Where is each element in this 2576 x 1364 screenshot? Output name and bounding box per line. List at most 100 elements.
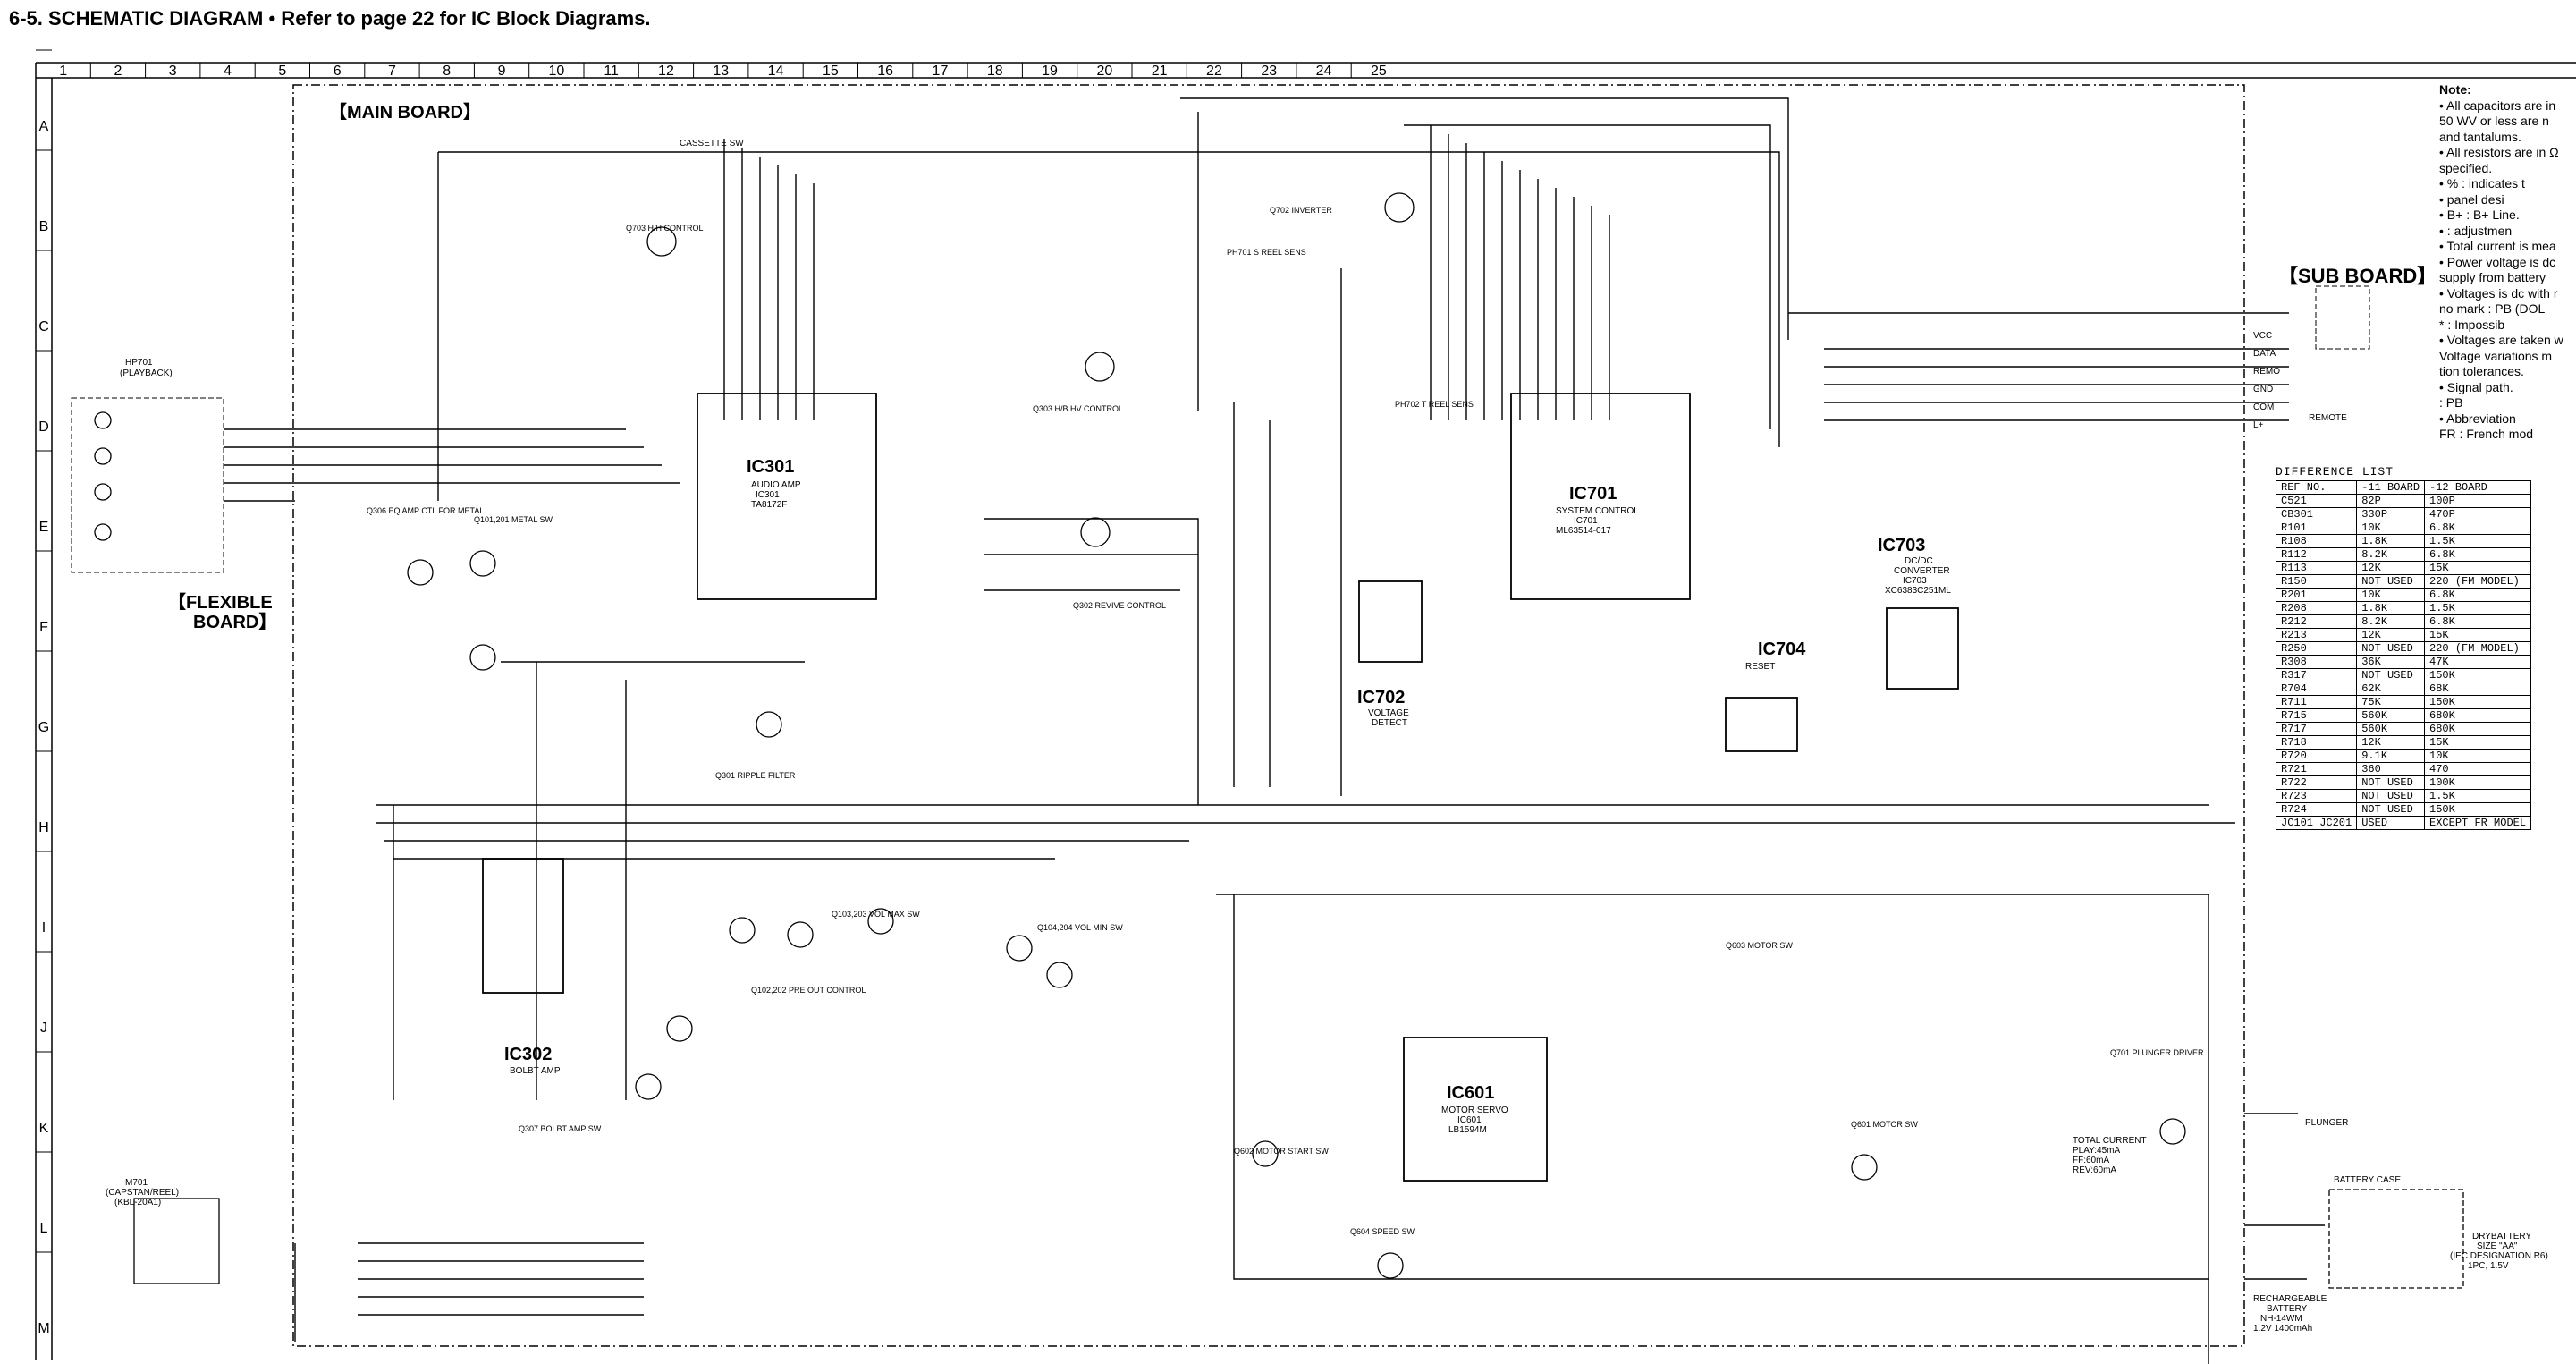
- grid-col-label: 4: [224, 64, 232, 79]
- m701-label-3: (KBL-20A1): [114, 1198, 161, 1207]
- total-current-3: FF:60mA: [2073, 1156, 2109, 1165]
- difference-table-header: REF NO.-11 BOARD-12 BOARD: [2275, 480, 2532, 495]
- difference-cell: R213: [2275, 628, 2358, 642]
- ic704-desc: RESET: [1745, 662, 1775, 672]
- note-line: • Voltages is dc with r: [2439, 285, 2558, 301]
- heads: [94, 411, 2464, 1289]
- page-title: 6-5. SCHEMATIC DIAGRAM • Refer to page 2…: [9, 7, 651, 30]
- ic701-part: IC701: [1574, 516, 1598, 526]
- battery-case-label: BATTERY CASE: [2334, 1175, 2401, 1185]
- difference-cell: EXCEPT FR MODEL: [2424, 816, 2532, 830]
- grid-row-label: J: [40, 1021, 47, 1036]
- ic703-desc1: DC/DC: [1905, 556, 1933, 566]
- difference-cell: 220 (FM MODEL): [2424, 641, 2532, 656]
- difference-cell: 6.8K: [2424, 547, 2532, 562]
- rechargeable-4: 1.2V 1400mAh: [2253, 1324, 2312, 1334]
- note-line: * : Impossib: [2439, 317, 2505, 332]
- difference-cell: R113: [2275, 561, 2358, 575]
- grid-col-label: 23: [1261, 64, 1277, 79]
- difference-cell: 470P: [2424, 507, 2532, 521]
- difference-cell: NOT USED: [2356, 641, 2426, 656]
- grid-col-label: 9: [498, 64, 506, 79]
- difference-cell: R108: [2275, 534, 2358, 548]
- ic703-desc2: CONVERTER: [1894, 566, 1950, 576]
- difference-cell: R724: [2275, 802, 2358, 817]
- wiring: [224, 97, 2325, 1364]
- total-current-4: REV:60mA: [2073, 1165, 2116, 1175]
- grid-row-label: C: [38, 319, 49, 335]
- grid-col-label: 17: [933, 64, 949, 79]
- note-line: • All resistors are in Ω: [2439, 145, 2559, 159]
- difference-cell: NOT USED: [2356, 802, 2426, 817]
- flexible-board-outline: [71, 397, 224, 573]
- grid-col-label: 19: [1042, 64, 1058, 79]
- grid-col-label: 1: [59, 64, 67, 79]
- grid-col-label: 6: [334, 64, 342, 79]
- difference-cell: R317: [2275, 668, 2358, 682]
- main-board-outline: [292, 84, 2245, 1347]
- difference-cell: 1.8K: [2356, 601, 2426, 615]
- note-line: no mark : PB (DOL: [2439, 301, 2546, 316]
- grid-col-label: 18: [987, 64, 1003, 79]
- note-line: • Voltages are taken w: [2439, 333, 2563, 347]
- rechargeable-3: NH-14WM: [2260, 1314, 2302, 1324]
- difference-cell: 10K: [2356, 588, 2426, 602]
- grid-row-label: H: [38, 820, 49, 835]
- difference-cell: 6.8K: [2424, 614, 2532, 629]
- ic702-desc2: DETECT: [1372, 718, 1407, 728]
- ic701-desc: SYSTEM CONTROL: [1556, 506, 1639, 516]
- plunger-label: PLUNGER: [2305, 1118, 2348, 1128]
- rechargeable-2: BATTERY: [2267, 1304, 2308, 1314]
- dry-battery-4: 1PC, 1.5V: [2468, 1261, 2509, 1271]
- ic301-body: [697, 393, 877, 600]
- difference-cell: 6.8K: [2424, 588, 2532, 602]
- difference-cell: 100P: [2424, 494, 2532, 508]
- grid-col-label: 11: [604, 64, 619, 79]
- difference-cell: R718: [2275, 735, 2358, 750]
- cassette-sw-label: CASSETTE SW: [680, 139, 744, 148]
- difference-cell: R717: [2275, 722, 2358, 736]
- difference-cell: 68K: [2424, 682, 2532, 696]
- ic701-body: [1510, 393, 1691, 600]
- main-board-label: 【MAIN BOARD】: [329, 102, 481, 123]
- difference-cell: R250: [2275, 641, 2358, 656]
- m701-label-1: M701: [125, 1178, 148, 1188]
- ic703-body: [1886, 607, 1959, 690]
- difference-cell: 75K: [2356, 695, 2426, 709]
- difference-cell: R212: [2275, 614, 2358, 629]
- difference-cell: 12K: [2356, 561, 2426, 575]
- ic601-desc: MOTOR SERVO: [1441, 1106, 1508, 1115]
- difference-cell: 47K: [2424, 655, 2532, 669]
- grid-row-label: A: [39, 119, 49, 134]
- note-line: • Abbreviation: [2439, 411, 2516, 426]
- dry-battery-3: (IEC DESIGNATION R6): [2450, 1251, 2548, 1261]
- difference-cell: 1.5K: [2424, 789, 2532, 803]
- difference-cell: CB301: [2275, 507, 2358, 521]
- note-line: • B+ : B+ Line.: [2439, 208, 2520, 222]
- difference-cell: R101: [2275, 521, 2358, 535]
- ic301-part: IC301: [756, 490, 780, 500]
- grid-row-label: B: [39, 219, 49, 234]
- difference-cell: USED: [2356, 816, 2426, 830]
- note-line: FR : French mod: [2439, 427, 2534, 441]
- difference-list-caption: DIFFERENCE LIST: [2276, 465, 2394, 479]
- difference-cell: 82P: [2356, 494, 2426, 508]
- difference-cell: R721: [2275, 762, 2358, 776]
- grid-col-label: 5: [278, 64, 286, 79]
- flexible-board-label-2: BOARD】: [193, 612, 276, 632]
- grid-row-label: E: [39, 520, 49, 535]
- grid-col-label: 25: [1371, 64, 1387, 79]
- difference-cell: R715: [2275, 708, 2358, 723]
- difference-cell: JC101 JC201: [2275, 816, 2358, 830]
- difference-cell: 15K: [2424, 628, 2532, 642]
